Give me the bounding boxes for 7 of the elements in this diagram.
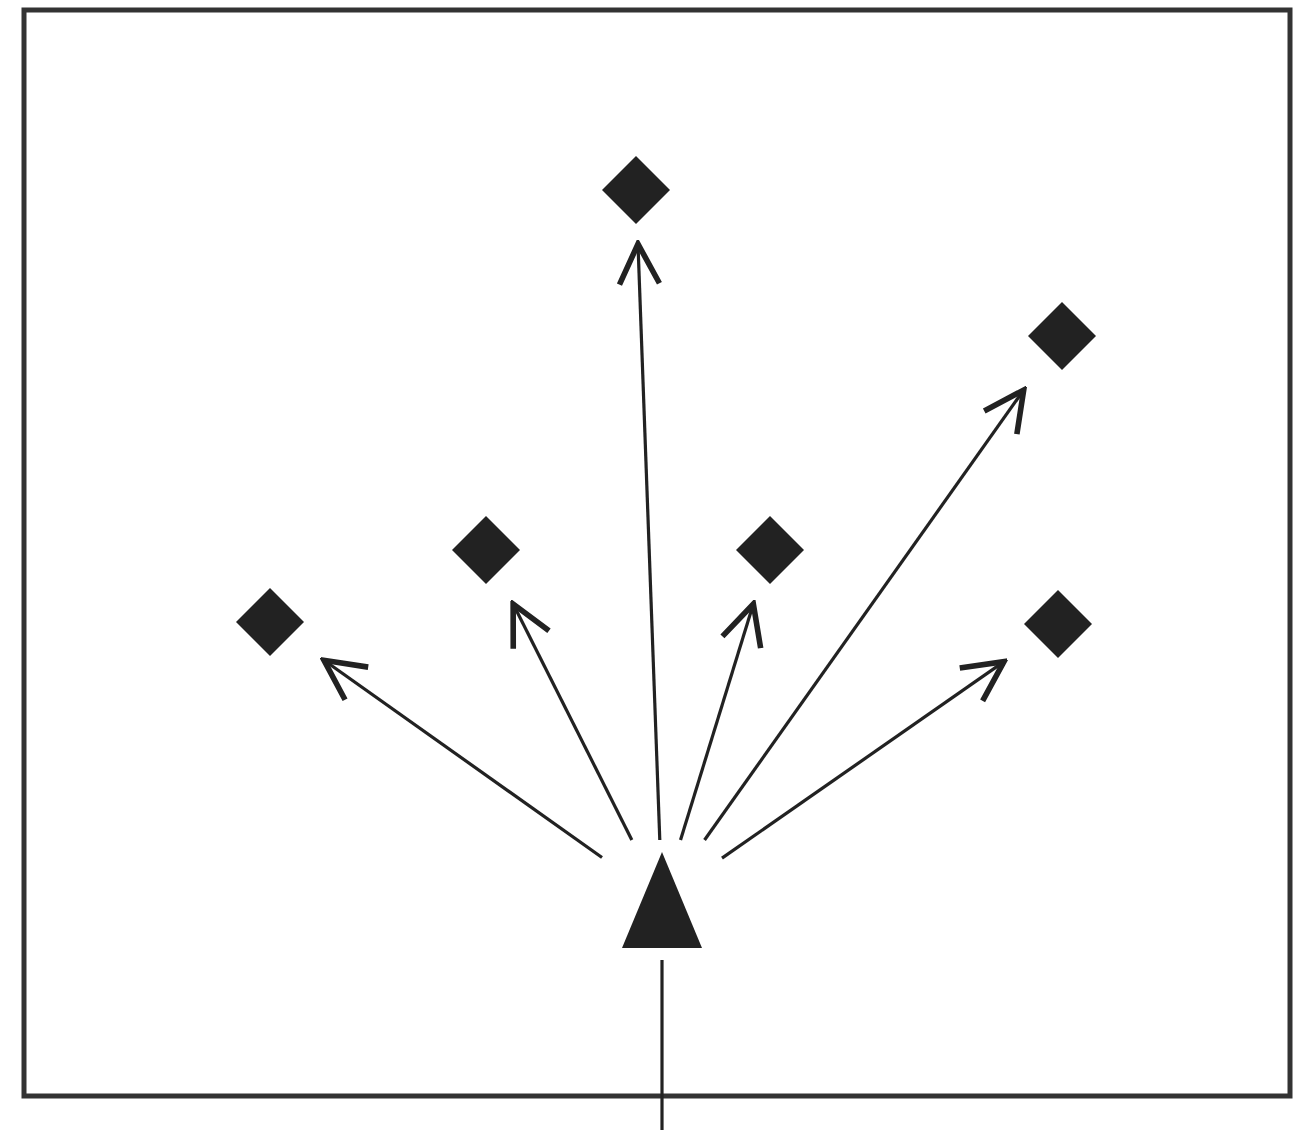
arrow [679, 601, 764, 841]
arrow [616, 241, 663, 841]
arrow [721, 658, 1007, 860]
arrow [321, 657, 603, 859]
connector-line [660, 960, 664, 1130]
arrow [510, 601, 634, 841]
arrow [703, 387, 1027, 841]
